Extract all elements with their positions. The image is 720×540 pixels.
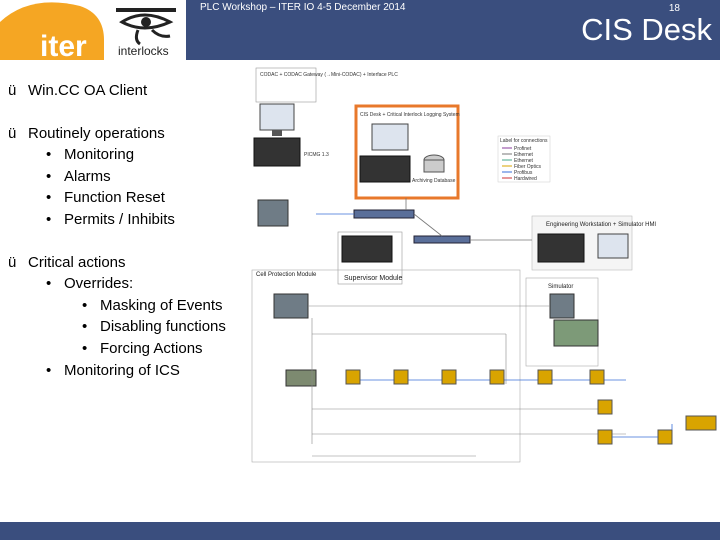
checkmark-icon: ü [8,124,17,142]
io-module-icon [537,369,553,385]
ews-server-icon [537,233,585,263]
codac-box [255,67,317,103]
cell-protection-box [251,269,521,463]
io-module-icon [657,429,673,445]
sub-item-text: Alarms [64,167,111,185]
bullet-dot: • [46,275,52,293]
io-module-icon [345,369,361,385]
connection-legend [497,135,551,183]
sub-item-alarms: • Alarms [8,166,258,188]
legend-item: Fiber Optics [514,164,541,170]
simulator-label: Simulator [548,284,573,290]
ews-monitor-icon [597,233,629,259]
ews-label: Engineering Workstation + Simulator HMI [546,222,656,228]
bullet-dot: • [46,146,52,164]
sub-item-text: Monitoring [64,146,135,164]
bullet-dot: • [46,361,52,379]
bullet-dot: • [82,339,88,357]
legend-item: Ethernet [514,152,534,158]
iter-logo: iter [0,2,104,60]
bullet-text: Critical actions [28,253,126,271]
io-module-icon [393,369,409,385]
iter-logo-text: iter [40,30,87,60]
interlocks-logo-text: interlocks [118,44,169,58]
sub-item-monitoring-ics: • Monitoring of ICS [8,360,258,382]
cell-protection-label: Cell Protection Module [256,272,317,278]
sub-item-text: Permits / Inhibits [64,210,175,228]
bullet-dot: • [46,189,52,207]
codac-plc-icon [257,199,289,227]
sub-item-text: Function Reset [64,189,165,207]
subsub-item-disabling: • Disabling functions [8,316,258,338]
archiving-label: Archiving Database [412,178,456,184]
cis-desk-server-icon [359,155,411,183]
subsub-item-forcing: • Forcing Actions [8,338,258,360]
simulator-io-icon [553,319,599,347]
cis-desk-box [354,104,460,200]
sub-item-function-reset: • Function Reset [8,187,258,209]
cell-plc-icon [273,293,309,319]
io-module-icon [597,399,613,415]
bullet-dot: • [82,296,88,314]
codac-server-icon [253,137,301,167]
sub-item-overrides: • Overrides: [8,273,258,295]
architecture-diagram: CODAC + CODAC Gateway (→Mini-CODAC) + In… [251,67,717,463]
network-switch-icon [413,235,471,244]
bullet-dot: • [46,210,52,228]
page-number: 18 [668,3,680,14]
supervisor-server-icon [341,235,393,263]
supervisor-box [337,231,403,285]
io-module-icon [589,369,605,385]
bullet-item-routine: ü Routinely operations [8,123,258,145]
footer-bar [0,522,720,540]
legend-title: Label for connections [500,138,548,144]
sub-item-text: Monitoring of ICS [64,361,180,379]
subsub-item-text: Disabling functions [100,318,226,336]
legend-item: Ethernet [514,158,534,164]
legend-item: Profibus [514,170,533,176]
io-module-icon [597,429,613,445]
codac-plc-label: PICMG 1.3 [304,152,329,158]
codac-monitor-icon [259,103,295,131]
sub-item-text: Overrides: [64,275,134,293]
codac-label: CODAC + CODAC Gateway (→Mini-CODAC) + In… [260,72,398,78]
legend-item: Profinet [514,146,532,152]
bullet-dot: • [46,167,52,185]
bullet-text: Routinely operations [28,124,165,142]
footer-event: PLC Workshop – ITER IO 4-5 December 2014 [200,2,406,13]
cis-desk-monitor-icon [371,123,409,151]
subsub-item-text: Forcing Actions [100,339,203,357]
subsub-item-text: Masking of Events [100,296,223,314]
io-module-icon [685,415,717,431]
legend-item: Hardwired [514,176,537,182]
checkmark-icon: ü [8,82,17,99]
network-switch-icon [353,209,415,219]
bullet-item-critical: ü Critical actions [8,252,258,274]
checkmark-icon: ü [8,253,17,271]
bullet-text: Win.CC OA Client [28,82,148,99]
subsub-item-masking: • Masking of Events [8,295,258,317]
bullet-dot: • [82,318,88,336]
supervisor-label: Supervisor Module [344,275,402,282]
page-title: CIS Desk [581,12,712,47]
sub-item-monitoring: • Monitoring [8,144,258,166]
sub-item-permits: • Permits / Inhibits [8,209,258,231]
simulator-plc-icon [549,293,575,319]
io-module-icon [441,369,457,385]
bullet-item-wincc: ü Win.CC OA Client [8,80,258,102]
cis-desk-label: CIS Desk + Critical Interlock Logging Sy… [360,112,460,118]
logo-area: iter interlocks [0,0,186,60]
io-module-icon [489,369,505,385]
eye-of-horus-icon [116,8,176,46]
cell-io-icon [285,369,317,387]
